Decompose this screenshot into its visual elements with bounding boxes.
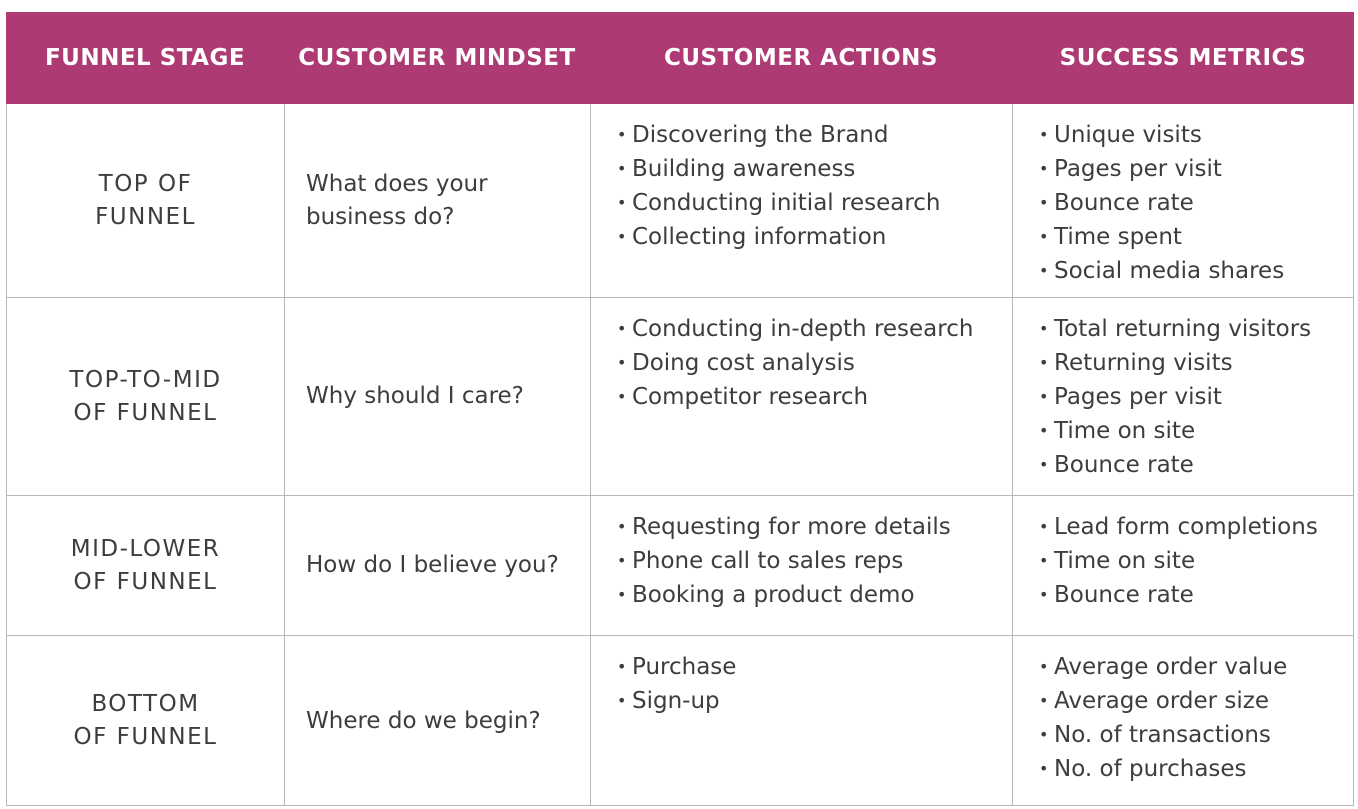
header-customer-actions: CUSTOMER ACTIONS xyxy=(664,45,938,71)
stage-line: FUNNEL xyxy=(95,203,196,230)
list-item: Time spent xyxy=(1039,220,1355,254)
mindset-line: Where do we begin? xyxy=(306,707,541,734)
list-item: Bounce rate xyxy=(1039,578,1355,612)
list-item: No. of purchases xyxy=(1039,752,1355,786)
customer-mindset-cell: What does your business do? xyxy=(285,104,591,297)
list-item: Phone call to sales reps xyxy=(617,544,1012,578)
list-item: Average order value xyxy=(1039,650,1355,684)
funnel-stage-cell: MID-LOWER OF FUNNEL xyxy=(7,496,285,635)
list-item: Competitor research xyxy=(617,380,1012,414)
mindset-line: Why should I care? xyxy=(306,383,524,409)
list-item: Bounce rate xyxy=(1039,448,1355,482)
stage-line: TOP-TO-MID xyxy=(69,366,222,393)
list-item: Conducting initial research xyxy=(617,186,1012,220)
actions-list: Purchase Sign-up xyxy=(617,650,1012,718)
table-header: FUNNEL STAGE CUSTOMER MINDSET CUSTOMER A… xyxy=(6,12,1354,104)
list-item: Purchase xyxy=(617,650,1012,684)
customer-mindset-cell: How do I believe you? xyxy=(285,496,591,635)
list-item: No. of transactions xyxy=(1039,718,1355,752)
list-item: Conducting in-depth research xyxy=(617,312,1012,346)
stage-line: TOP OF xyxy=(98,170,193,197)
stage-line: OF FUNNEL xyxy=(73,399,218,426)
success-metrics-cell: Unique visits Pages per visit Bounce rat… xyxy=(1013,104,1355,297)
customer-actions-cell: Requesting for more details Phone call t… xyxy=(591,496,1013,635)
customer-mindset-cell: Where do we begin? xyxy=(285,636,591,806)
stage-line: OF FUNNEL xyxy=(73,724,218,750)
list-item: Returning visits xyxy=(1039,346,1355,380)
metrics-list: Lead form completions Time on site Bounc… xyxy=(1039,510,1355,612)
list-item: Social media shares xyxy=(1039,254,1355,288)
actions-list: Conducting in-depth research Doing cost … xyxy=(617,312,1012,414)
list-item: Pages per visit xyxy=(1039,380,1355,414)
customer-actions-cell: Discovering the Brand Building awareness… xyxy=(591,104,1013,297)
funnel-stage-cell: TOP-TO-MID OF FUNNEL xyxy=(7,298,285,495)
table-body: TOP OF FUNNEL What does your business do… xyxy=(6,104,1354,806)
table-row: MID-LOWER OF FUNNEL How do I believe you… xyxy=(7,496,1353,636)
list-item: Requesting for more details xyxy=(617,510,1012,544)
table-row: TOP OF FUNNEL What does your business do… xyxy=(7,104,1353,298)
customer-actions-cell: Purchase Sign-up xyxy=(591,636,1013,806)
header-success-metrics: SUCCESS METRICS xyxy=(1059,45,1307,71)
list-item: Total returning visitors xyxy=(1039,312,1355,346)
customer-mindset-cell: Why should I care? xyxy=(285,298,591,495)
success-metrics-cell: Total returning visitors Returning visit… xyxy=(1013,298,1355,495)
list-item: Booking a product demo xyxy=(617,578,1012,612)
list-item: Time on site xyxy=(1039,544,1355,578)
stage-line: BOTTOM xyxy=(91,691,200,717)
list-item: Bounce rate xyxy=(1039,186,1355,220)
funnel-stage-cell: TOP OF FUNNEL xyxy=(7,104,285,297)
header-customer-mindset: CUSTOMER MINDSET xyxy=(298,45,576,71)
list-item: Discovering the Brand xyxy=(617,118,1012,152)
metrics-list: Average order value Average order size N… xyxy=(1039,650,1355,786)
mindset-line: What does your xyxy=(306,170,488,197)
success-metrics-cell: Average order value Average order size N… xyxy=(1013,636,1355,806)
list-item: Collecting information xyxy=(617,220,1012,254)
table-row: TOP-TO-MID OF FUNNEL Why should I care? … xyxy=(7,298,1353,496)
funnel-stage-cell: BOTTOM OF FUNNEL xyxy=(7,636,285,806)
list-item: Building awareness xyxy=(617,152,1012,186)
mindset-line: business do? xyxy=(306,203,455,230)
list-item: Time on site xyxy=(1039,414,1355,448)
list-item: Average order size xyxy=(1039,684,1355,718)
actions-list: Discovering the Brand Building awareness… xyxy=(617,118,1012,254)
actions-list: Requesting for more details Phone call t… xyxy=(617,510,1012,612)
table-row: BOTTOM OF FUNNEL Where do we begin? Purc… xyxy=(7,636,1353,806)
stage-line: OF FUNNEL xyxy=(73,568,218,595)
metrics-list: Unique visits Pages per visit Bounce rat… xyxy=(1039,118,1355,288)
mindset-line: How do I believe you? xyxy=(306,552,559,578)
stage-line: MID-LOWER xyxy=(70,535,221,562)
list-item: Sign-up xyxy=(617,684,1012,718)
list-item: Doing cost analysis xyxy=(617,346,1012,380)
list-item: Unique visits xyxy=(1039,118,1355,152)
list-item: Pages per visit xyxy=(1039,152,1355,186)
list-item: Lead form completions xyxy=(1039,510,1355,544)
header-funnel-stage: FUNNEL STAGE xyxy=(44,45,246,71)
metrics-list: Total returning visitors Returning visit… xyxy=(1039,312,1355,482)
customer-actions-cell: Conducting in-depth research Doing cost … xyxy=(591,298,1013,495)
success-metrics-cell: Lead form completions Time on site Bounc… xyxy=(1013,496,1355,635)
